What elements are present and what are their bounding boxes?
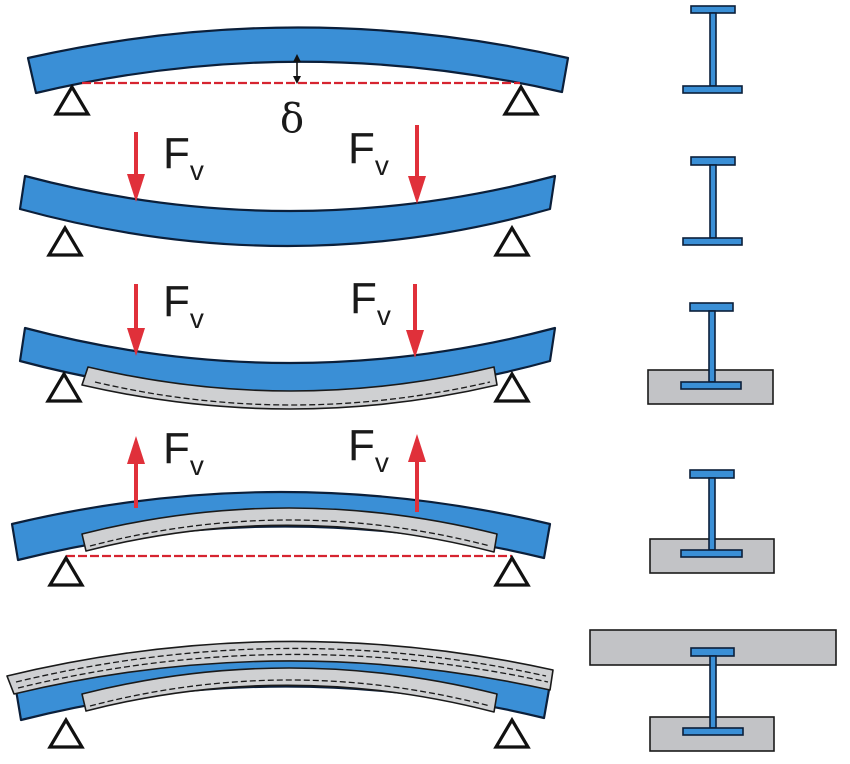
top-concrete-slab — [6, 640, 554, 695]
force-arrow-right — [406, 284, 424, 358]
stage-3: Fv Fv — [18, 274, 557, 410]
concrete-encasement — [81, 507, 498, 553]
force-label-left: Fv — [163, 277, 204, 334]
stage-1: δ — [26, 26, 570, 142]
support-right — [493, 716, 531, 749]
force-arrow-left — [127, 284, 145, 356]
support-right — [493, 224, 531, 257]
support-left — [53, 83, 91, 116]
reinforcement-line — [89, 679, 491, 707]
stage-2: Fv Fv — [18, 124, 557, 257]
steel-beam — [18, 174, 557, 248]
deflection-label: δ — [280, 96, 304, 142]
force-arrow-right — [408, 434, 426, 512]
slab-reinforcement-line — [15, 647, 547, 683]
cross-section-5 — [589, 629, 837, 752]
force-arrow-left — [127, 436, 145, 508]
reinforcement-line — [89, 519, 491, 547]
support-left — [46, 224, 84, 257]
stage-4: Fv Fv — [10, 421, 552, 587]
cross-section-4 — [649, 469, 775, 574]
slab-reinforcement-line — [17, 653, 549, 689]
force-label-right: Fv — [350, 274, 391, 331]
force-arrow-left — [127, 132, 145, 202]
support-right — [493, 554, 531, 587]
stage-5 — [6, 640, 554, 749]
force-label-right: Fv — [348, 421, 389, 478]
support-left — [45, 370, 83, 403]
concrete-encasement — [81, 667, 498, 713]
deflection-arrow — [293, 54, 301, 84]
force-label-left: Fv — [163, 424, 204, 481]
support-right — [502, 83, 540, 116]
cross-section-3 — [647, 302, 774, 405]
force-label-left: Fv — [163, 129, 204, 186]
cross-section-2 — [682, 156, 743, 246]
cross-section-1 — [682, 5, 743, 94]
support-right — [493, 370, 531, 403]
force-label-right: Fv — [348, 124, 389, 181]
reinforcement-line — [94, 381, 491, 406]
support-left — [47, 716, 85, 749]
force-arrow-right — [408, 125, 426, 204]
support-left — [47, 554, 85, 587]
